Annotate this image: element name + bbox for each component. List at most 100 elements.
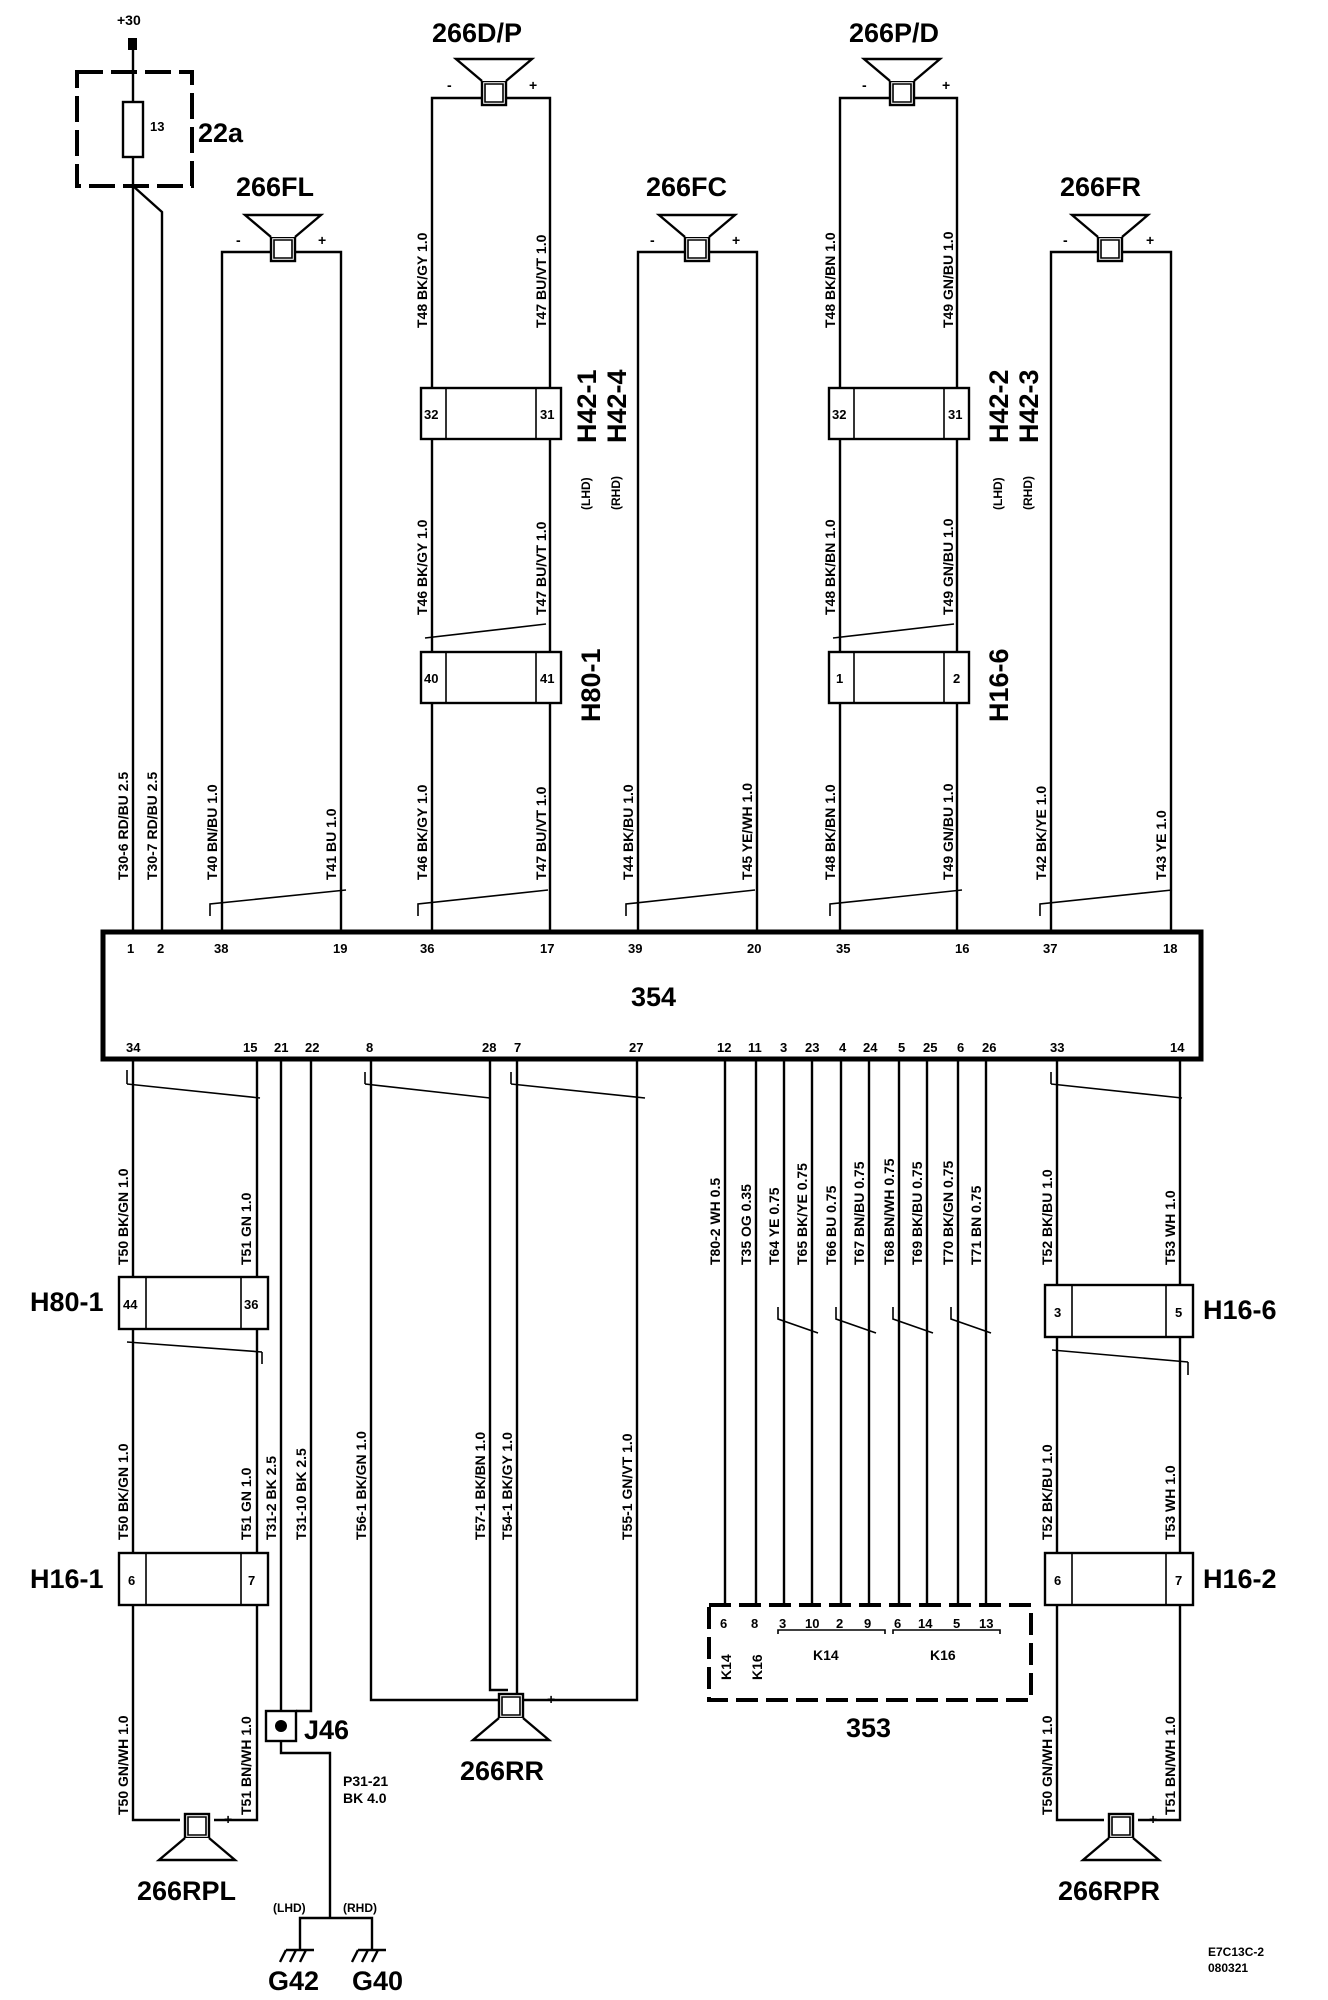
wire-supply-2 [132, 185, 164, 937]
wire-label: T53 WH 1.0 [1162, 1465, 1178, 1540]
wire-labels-top: T48 BK/GY 1.0 T47 BU/VT 1.0 T48 BK/BN 1.… [115, 231, 1169, 880]
pin-354-bottom: 28 [482, 1040, 496, 1055]
wire-label: T47 BU/VT 1.0 [533, 234, 549, 328]
wire-label: T47 BU/VT 1.0 [533, 521, 549, 615]
wire-266fl [220, 250, 343, 932]
wire-label: T54-1 BK/GY 1.0 [499, 1432, 515, 1540]
pin-354-bottom: 11 [748, 1040, 762, 1055]
connector-h16-6-top [827, 650, 971, 705]
pin-353: 5 [953, 1616, 960, 1631]
pin-354-top: 37 [1043, 941, 1057, 956]
wire-ground [279, 1059, 313, 1713]
connector-pin: 1 [836, 671, 843, 686]
speaker-pos: + [318, 232, 326, 248]
pin-354-bottom: 4 [839, 1040, 847, 1055]
pin-354-bottom: 34 [126, 1040, 141, 1055]
wire-label: T49 GN/BU 1.0 [940, 783, 956, 880]
pin-354-bottom: 22 [305, 1040, 319, 1055]
ground-g40: G40 [352, 1966, 403, 1996]
pin-354-bottom: 12 [717, 1040, 731, 1055]
speaker-pos: + [529, 77, 537, 93]
ground-wire-spec: BK 4.0 [343, 1790, 387, 1806]
speaker-name: 266FC [646, 172, 727, 202]
wire-label: T46 BK/GY 1.0 [414, 519, 430, 615]
connector-pin: 31 [540, 407, 554, 422]
pin-354-top: 17 [540, 941, 554, 956]
ground-g42: G42 [268, 1966, 319, 1996]
connector-name: H42-1 [572, 369, 602, 443]
pin-353: 2 [836, 1616, 843, 1631]
ground-rhd: (RHD) [343, 1901, 377, 1915]
wire-266rr [369, 1059, 639, 1702]
wire-label: T44 BK/BU 1.0 [620, 784, 636, 880]
speaker-neg: - [152, 1811, 157, 1827]
fuse-element [121, 100, 145, 159]
pin-354-bottom: 33 [1050, 1040, 1064, 1055]
connector-note: (LHD) [579, 477, 593, 510]
speaker-name: 266D/P [432, 18, 522, 48]
pin-354-bottom: 27 [629, 1040, 643, 1055]
pin-353: 8 [751, 1616, 758, 1631]
pin-353: 14 [918, 1616, 933, 1631]
module-354 [100, 929, 1204, 1062]
pin-353: 13 [979, 1616, 993, 1631]
pin-354-top: 16 [955, 941, 969, 956]
fuse-number: 13 [150, 119, 164, 134]
speaker-neg: - [1063, 232, 1068, 248]
pin-354-top: 36 [420, 941, 434, 956]
pin-354-top: 20 [747, 941, 761, 956]
pin-354-top: 1 [127, 941, 134, 956]
connector-name: H80-1 [30, 1287, 104, 1317]
connector-pin: 41 [540, 671, 554, 686]
connector-pin: 5 [1175, 1305, 1182, 1320]
wire-label: T48 BK/BN 1.0 [822, 784, 838, 880]
connector-h80-1-top [419, 650, 563, 705]
wire-label: T48 BK/BN 1.0 [822, 232, 838, 328]
connector-pin: 31 [948, 407, 962, 422]
connector-h16-1 [117, 1551, 270, 1607]
speaker-neg: - [1076, 1811, 1081, 1827]
wires-353 [723, 1059, 988, 1605]
module-353-pins: 6 8 3 10 2 9 6 14 5 13 [720, 1616, 993, 1631]
wire-label: T35 OG 0.35 [738, 1184, 754, 1265]
connector-pin: 6 [128, 1573, 135, 1588]
wire-label: T42 BK/YE 1.0 [1033, 786, 1049, 880]
module-353-tag: K16 [749, 1654, 765, 1680]
connector-alt-name: H42-3 [1014, 369, 1044, 443]
wire-label: T41 BU 1.0 [323, 808, 339, 880]
wire-label: T50 GN/WH 1.0 [115, 1715, 131, 1815]
connector-pin: 32 [424, 407, 438, 422]
speaker-name: 266RPR [1058, 1876, 1160, 1906]
wire-ground-main [279, 1741, 374, 1950]
footer-date: 080321 [1208, 1961, 1248, 1975]
wire-label: T49 GN/BU 1.0 [940, 518, 956, 615]
splice-j46 [264, 1709, 298, 1743]
wire-label: T70 BK/GN 0.75 [940, 1161, 956, 1265]
wire-266fr [1049, 250, 1173, 932]
wire-label: T64 YE 0.75 [766, 1187, 782, 1265]
splice-name: J46 [304, 1715, 349, 1745]
wire-rpr [1055, 1059, 1182, 1822]
connector-h16-2 [1043, 1551, 1195, 1607]
speaker-pos: + [224, 1811, 232, 1827]
connector-h16-6-bottom [1043, 1283, 1195, 1339]
pin-353: 6 [720, 1616, 727, 1631]
module-353-tag: K14 [718, 1654, 734, 1680]
speaker-icon [243, 213, 323, 263]
connector-h42-1 [419, 386, 563, 441]
wire-label: T50 BK/GN 1.0 [115, 1443, 131, 1540]
wire-labels-bottom: T50 BK/GN 1.0 T51 GN 1.0 T80-2 WH 0.5 T3… [115, 1158, 1178, 1815]
module-353-name: 353 [846, 1713, 891, 1743]
wire-label: T50 BK/GN 1.0 [115, 1168, 131, 1265]
connector-pin: 7 [248, 1573, 255, 1588]
connector-name: H16-6 [984, 648, 1014, 722]
wire-label: T66 BU 0.75 [823, 1185, 839, 1265]
connector-alt-note: (RHD) [609, 476, 623, 510]
wire-label: T67 BN/BU 0.75 [851, 1161, 867, 1265]
supply-terminal [128, 38, 137, 50]
connector-h80-1-bottom [117, 1275, 270, 1331]
pin-354-bottom: 23 [805, 1040, 819, 1055]
wire-266fc [636, 250, 759, 932]
wire-label: T55-1 GN/VT 1.0 [619, 1433, 635, 1540]
wire-label: T52 BK/BU 1.0 [1039, 1444, 1055, 1540]
